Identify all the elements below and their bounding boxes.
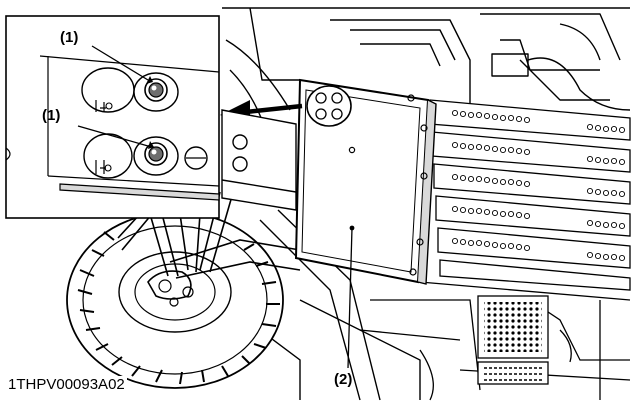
bolt-cluster-location	[306, 85, 352, 127]
inset-detail-view	[5, 15, 220, 219]
callout-2-panel: (2)	[334, 371, 353, 388]
panel-leader-line	[347, 227, 353, 369]
engine-compartment-frame	[222, 7, 631, 121]
suspension-linkage	[117, 191, 301, 300]
side-bracket	[221, 109, 297, 211]
front-tire	[66, 211, 284, 389]
grille-vent-holes	[451, 109, 626, 262]
figure-id: 1THPV00093A02	[6, 376, 127, 393]
callout-1-upper: (1)	[60, 29, 79, 46]
access-panel	[294, 78, 437, 285]
grille-slats	[429, 99, 631, 291]
callout-1-lower: (1)	[42, 107, 61, 124]
filter-mesh	[477, 295, 549, 385]
